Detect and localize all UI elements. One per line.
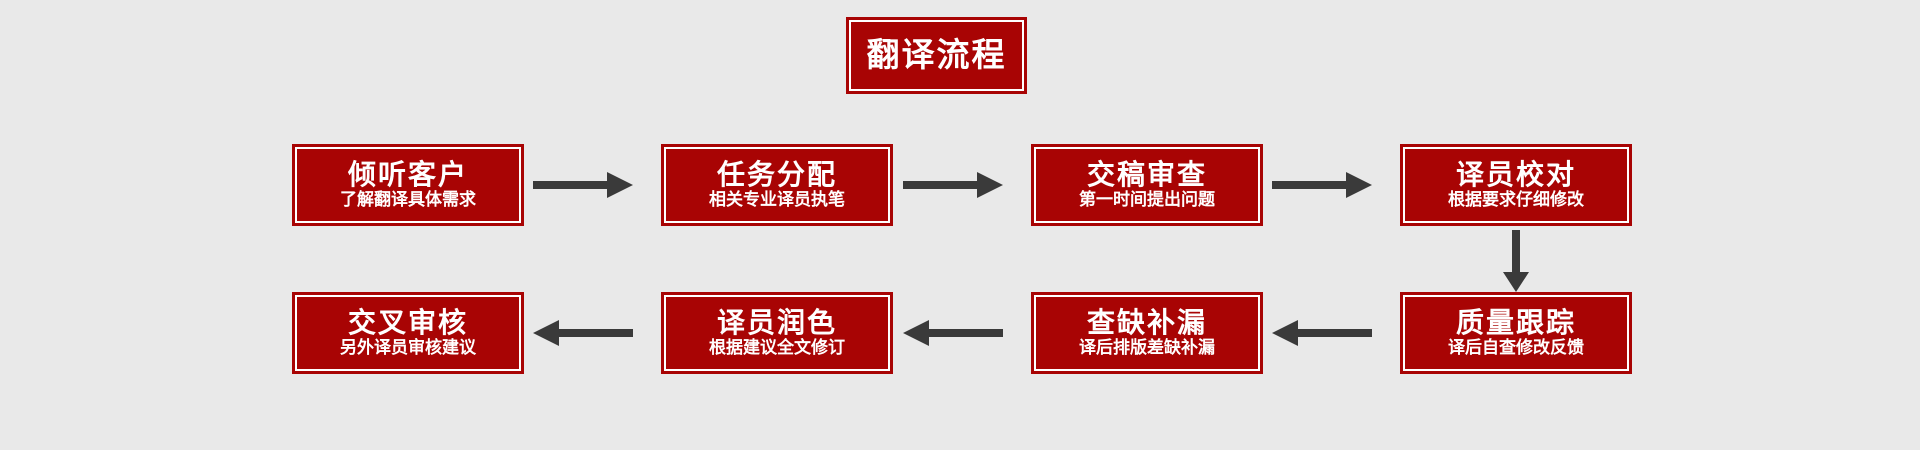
step-box-1-inner: 倾听客户 了解翻译具体需求	[295, 147, 521, 223]
title-box-inner: 翻译流程	[849, 20, 1024, 91]
arrow-right-icon-2	[903, 168, 1003, 202]
step-box-4[interactable]: 译员校对 根据要求仔细修改	[1400, 144, 1632, 226]
step-6-title: 查缺补漏	[1086, 305, 1207, 339]
step-5-title: 质量跟踪	[1455, 305, 1576, 339]
step-3-title: 交稿审查	[1086, 157, 1207, 191]
step-box-4-inner: 译员校对 根据要求仔细修改	[1403, 147, 1629, 223]
step-box-3[interactable]: 交稿审查 第一时间提出问题	[1031, 144, 1263, 226]
step-2-subtitle: 相关专业译员执笔	[709, 190, 845, 211]
step-3-subtitle: 第一时间提出问题	[1079, 190, 1215, 211]
step-box-5[interactable]: 质量跟踪 译后自查修改反馈	[1400, 292, 1632, 374]
step-7-subtitle: 根据建议全文修订	[709, 338, 845, 359]
step-box-6-inner: 查缺补漏 译后排版差缺补漏	[1034, 295, 1260, 371]
step-box-5-inner: 质量跟踪 译后自查修改反馈	[1403, 295, 1629, 371]
step-box-7[interactable]: 译员润色 根据建议全文修订	[661, 292, 893, 374]
step-1-subtitle: 了解翻译具体需求	[340, 190, 476, 211]
step-1-title: 倾听客户	[347, 157, 468, 191]
page-title: 翻译流程	[866, 35, 1007, 75]
step-8-subtitle: 另外译员审核建议	[340, 338, 476, 359]
step-6-subtitle: 译后排版差缺补漏	[1079, 338, 1215, 359]
step-7-title: 译员润色	[716, 305, 837, 339]
step-box-2[interactable]: 任务分配 相关专业译员执笔	[661, 144, 893, 226]
step-box-3-inner: 交稿审查 第一时间提出问题	[1034, 147, 1260, 223]
arrow-left-icon-7	[533, 316, 633, 350]
step-box-2-inner: 任务分配 相关专业译员执笔	[664, 147, 890, 223]
step-box-1[interactable]: 倾听客户 了解翻译具体需求	[292, 144, 524, 226]
step-4-title: 译员校对	[1455, 157, 1576, 191]
step-box-8[interactable]: 交叉审核 另外译员审核建议	[292, 292, 524, 374]
arrow-right-icon-1	[533, 168, 633, 202]
step-box-6[interactable]: 查缺补漏 译后排版差缺补漏	[1031, 292, 1263, 374]
step-4-subtitle: 根据要求仔细修改	[1448, 190, 1584, 211]
arrow-left-icon-6	[903, 316, 1003, 350]
step-box-7-inner: 译员润色 根据建议全文修订	[664, 295, 890, 371]
step-2-title: 任务分配	[716, 157, 837, 191]
arrow-down-icon-4	[1499, 230, 1533, 292]
step-box-8-inner: 交叉审核 另外译员审核建议	[295, 295, 521, 371]
diagram-title-box: 翻译流程	[846, 17, 1027, 94]
arrow-left-icon-5	[1272, 316, 1372, 350]
step-5-subtitle: 译后自查修改反馈	[1448, 338, 1584, 359]
arrow-right-icon-3	[1272, 168, 1372, 202]
step-8-title: 交叉审核	[347, 305, 468, 339]
